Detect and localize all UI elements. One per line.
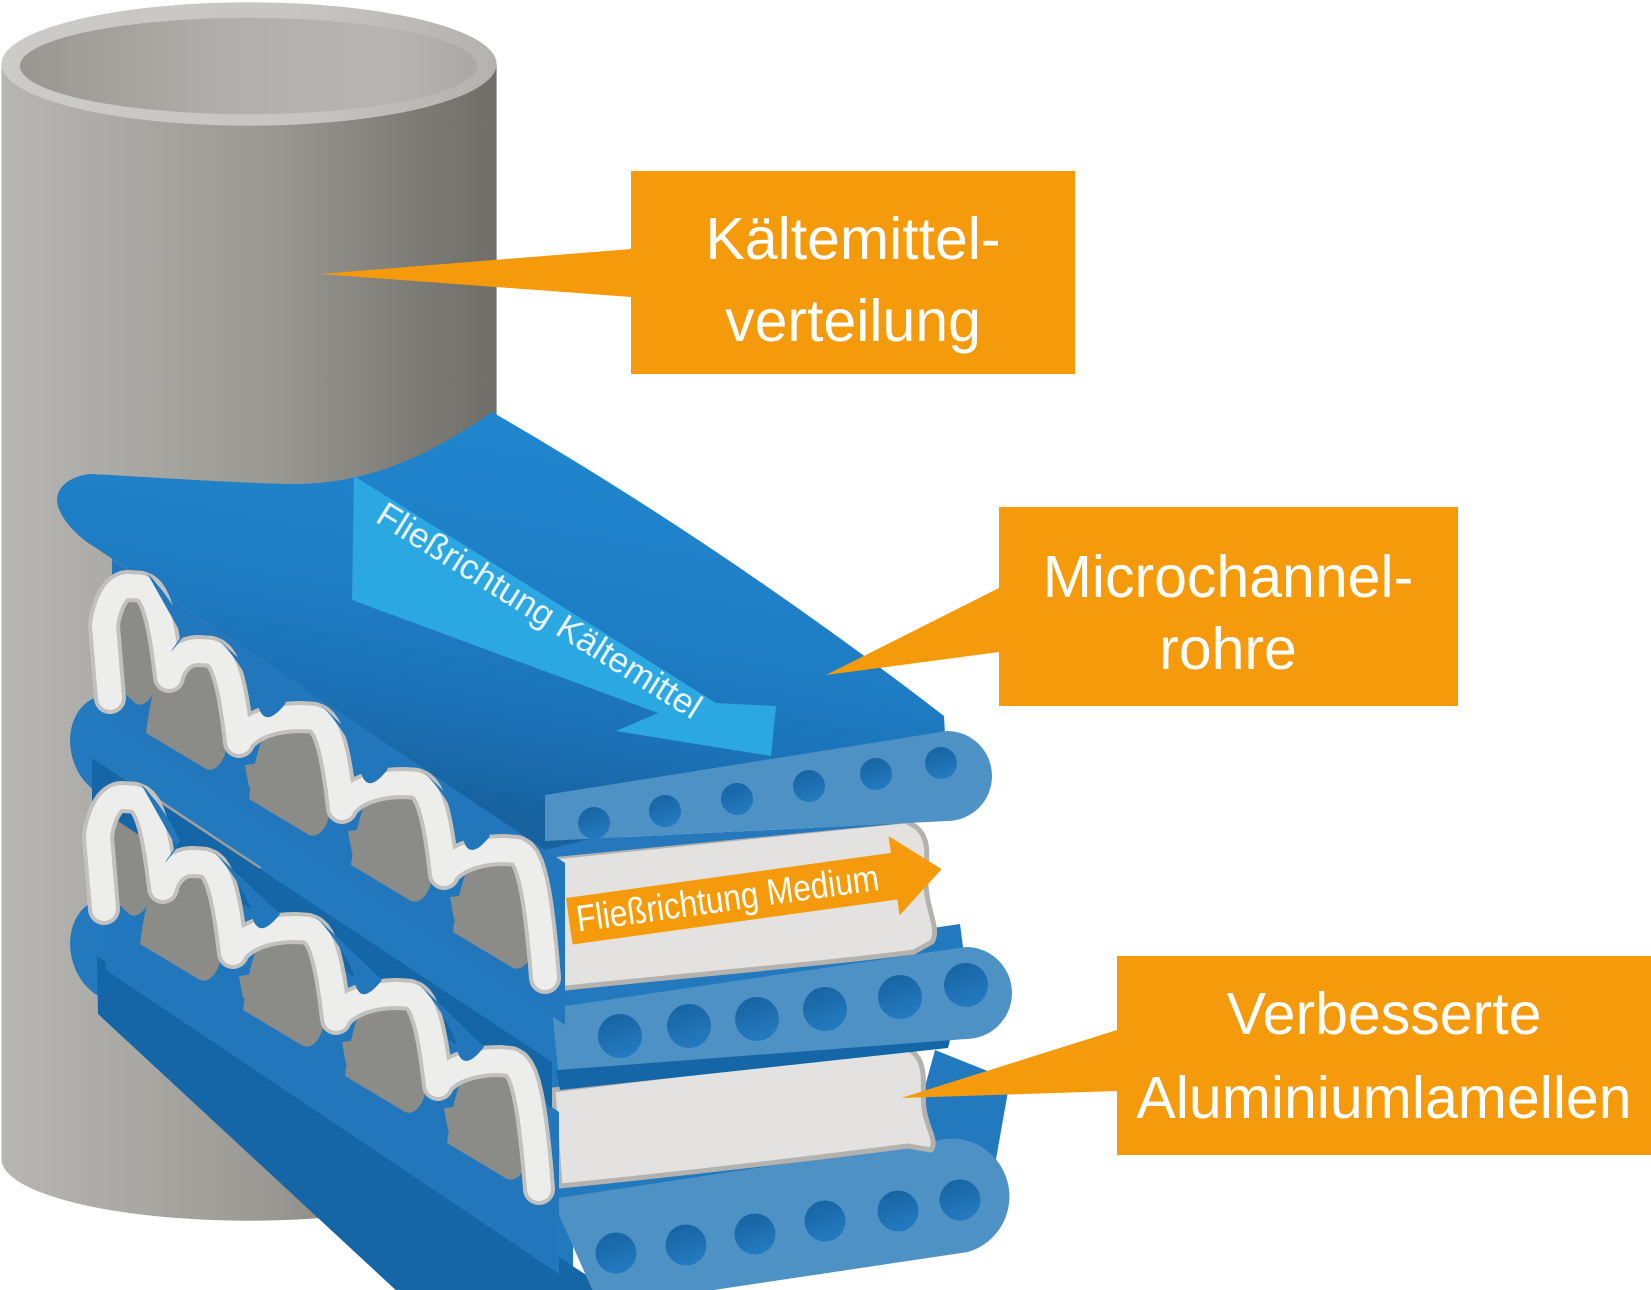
svg-text:Verbesserte: Verbesserte — [1227, 981, 1542, 1047]
svg-text:Microchannel-: Microchannel- — [1043, 544, 1414, 610]
svg-text:Aluminiumlamellen: Aluminiumlamellen — [1136, 1065, 1631, 1131]
svg-text:rohre: rohre — [1159, 616, 1297, 682]
svg-text:Kältemittel-: Kältemittel- — [705, 206, 1000, 272]
svg-text:verteilung: verteilung — [725, 288, 981, 354]
